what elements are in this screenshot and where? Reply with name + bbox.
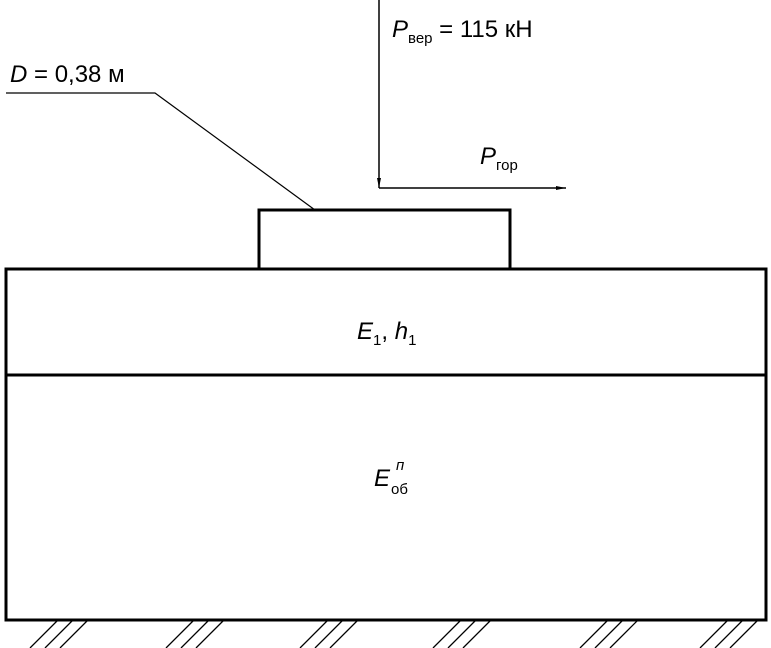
ground-hatching xyxy=(29,619,759,648)
subgrade-modulus-superscript: п xyxy=(396,457,404,474)
vertical-load-label: Pвер = 115 кН xyxy=(392,16,533,47)
upper-layer-label: E1, h1 xyxy=(357,318,416,349)
subgrade-modulus-label: E xyxy=(374,465,391,492)
diameter-leader-line xyxy=(6,92,316,211)
subgrade-modulus-subscript: об xyxy=(391,481,408,498)
loading-plate xyxy=(257,208,512,271)
horizontal-load-label: Pгор xyxy=(480,143,518,174)
subgrade-layer xyxy=(4,373,768,622)
diameter-label: D = 0,38 м xyxy=(10,61,125,88)
